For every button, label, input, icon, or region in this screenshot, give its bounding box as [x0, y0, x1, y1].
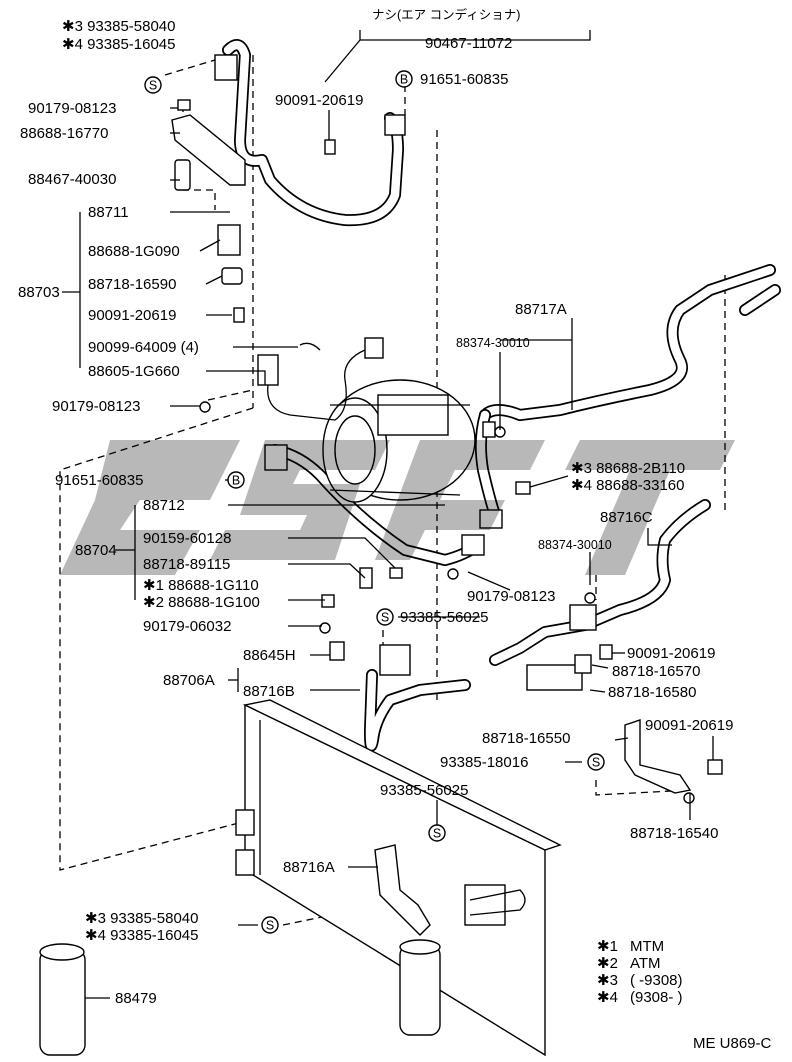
s-marker: S [376, 608, 394, 626]
label-90179-06032: 90179-06032 [143, 618, 231, 635]
label-90099-64009: 90099-64009 (4) [88, 339, 199, 356]
legend-mark: ✱1 [597, 938, 618, 955]
label-88374-30010: 88374-30010 [456, 336, 530, 350]
label-88718-16590: 88718-16590 [88, 276, 176, 293]
part-labels: ナシ(エア コンディショナ) 90467-11072 ✱3 93385-5804… [18, 7, 733, 1007]
wiring-harness [257, 337, 384, 421]
label-93385-58040: ✱3 93385-58040 [62, 18, 176, 35]
svg-text:B: B [232, 474, 240, 488]
s-marker: S [144, 76, 162, 94]
label-88718-16570: 88718-16570 [612, 663, 700, 680]
label-88645H: 88645H [243, 647, 296, 664]
label-88479: 88479 [115, 990, 157, 1007]
leader-lines [62, 30, 714, 999]
label-88374-30010: 88374-30010 [538, 538, 612, 552]
label-88711: 88711 [88, 204, 129, 221]
label-90159-60128: 90159-60128 [143, 530, 231, 547]
label-93385-56025: 93385-56025 [400, 609, 488, 626]
label-88716A: 88716A [283, 859, 335, 876]
header-note: ナシ(エア コンディショナ) [372, 7, 520, 22]
diagram-code: ME U869-C [693, 1035, 772, 1052]
label-93385-18016: 93385-18016 [440, 754, 528, 771]
svg-text:S: S [433, 827, 441, 841]
s-marker: S [428, 824, 446, 842]
label-88717A: 88717A [515, 301, 567, 318]
label-93385-16045: ✱4 93385-16045 [62, 36, 176, 53]
legend-text: ( -9308) [630, 972, 683, 989]
fasteners [177, 99, 723, 804]
legend-mark: ✱3 [597, 972, 618, 989]
legend-mark: ✱4 [597, 989, 618, 1006]
svg-text:S: S [592, 756, 600, 770]
label-93385-16045: ✱4 93385-16045 [85, 927, 199, 944]
label-88716B: 88716B [243, 683, 295, 700]
s-marker: S [261, 916, 279, 934]
symbol-markers: S B B S S S S [144, 70, 605, 934]
label-88718-16540: 88718-16540 [630, 825, 718, 842]
csgt-logo-watermark [60, 440, 735, 575]
legend-text: (9308- ) [630, 989, 683, 1006]
label-88716C: 88716C [600, 509, 653, 526]
label-88688-1G090: 88688-1G090 [88, 243, 180, 260]
label-88718-89115: 88718-89115 [143, 556, 230, 573]
label-88706A: 88706A [163, 672, 215, 689]
receiver-dryer [39, 939, 441, 1056]
label-90091-20619: 90091-20619 [88, 307, 176, 324]
label-88605-1G660: 88605-1G660 [88, 363, 180, 380]
svg-text:S: S [149, 79, 157, 93]
label-88688-1G110: ✱1 88688-1G110 [143, 577, 259, 594]
b-marker: B [395, 70, 413, 88]
label-90091-20619: 90091-20619 [645, 717, 733, 734]
legend-text: ATM [630, 955, 661, 972]
label-91651-60835: 91651-60835 [420, 71, 508, 88]
compressor [322, 379, 476, 503]
label-93385-58040: ✱3 93385-58040 [85, 910, 199, 927]
label-88688-33160: ✱4 88688-33160 [571, 477, 685, 494]
label-93385-56025: 93385-56025 [380, 782, 468, 799]
b-marker: B [227, 471, 245, 489]
label-88712: 88712 [143, 497, 185, 514]
label-88703: 88703 [18, 284, 60, 301]
legend: ✱1 MTM ✱2 ATM ✱3 ( -9308) ✱4 (9308- ) [597, 938, 683, 1006]
s-marker: S [587, 753, 605, 771]
label-88718-16550: 88718-16550 [482, 730, 570, 747]
label-91651-60835: 91651-60835 [55, 472, 143, 489]
label-88688-2B110: ✱3 88688-2B110 [571, 460, 685, 477]
label-88704: 88704 [75, 542, 117, 559]
label-90091-20619: 90091-20619 [627, 645, 715, 662]
label-88688-1G100: ✱2 88688-1G100 [143, 594, 260, 611]
label-90467-11072: 90467-11072 [425, 35, 512, 52]
label-88467-40030: 88467-40030 [28, 171, 116, 188]
label-90179-08123: 90179-08123 [52, 398, 140, 415]
pipes [222, 39, 781, 921]
svg-text:S: S [266, 919, 274, 933]
legend-text: MTM [630, 938, 664, 955]
svg-text:S: S [381, 611, 389, 625]
label-90179-08123: 90179-08123 [28, 100, 116, 117]
label-90091-20619: 90091-20619 [275, 92, 363, 109]
label-88718-16580: 88718-16580 [608, 684, 696, 701]
label-90179-08123: 90179-08123 [467, 588, 555, 605]
svg-text:B: B [400, 73, 408, 87]
legend-mark: ✱2 [597, 955, 618, 972]
brackets-and-clamps [171, 54, 692, 936]
label-88688-16770: 88688-16770 [20, 125, 108, 142]
